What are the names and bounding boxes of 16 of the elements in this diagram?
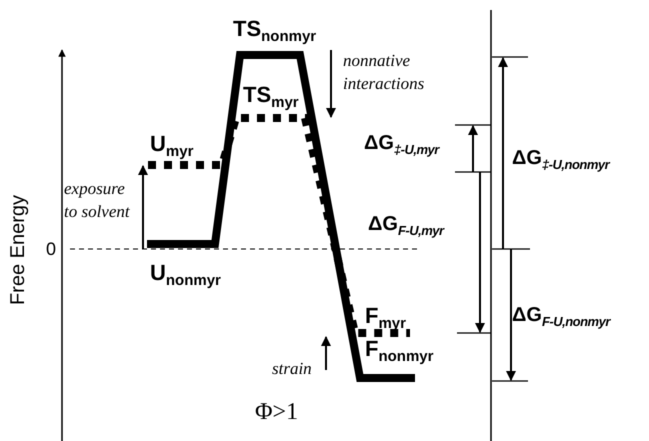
state-label: U$_{myr}$ [150, 133, 194, 159]
annotation: exposure to solvent [64, 178, 131, 223]
annotation: strain [272, 358, 313, 380]
tick-label: 0 [46, 240, 56, 258]
condition-label: Φ>1 [255, 400, 298, 424]
state-label: TS$_{myr}$ [243, 84, 299, 110]
energy-label: ΔG$_{F-U,nonmyr}$ [512, 305, 610, 328]
annotation: nonnative interactions [343, 50, 426, 95]
axis-title: Free Energy [8, 194, 28, 308]
state-label: F$_{myr}$ [365, 305, 406, 331]
state-label: TS$_{nonmyr}$ [233, 18, 316, 44]
energy-label: ΔG$_{‡-U,myr}$ [364, 133, 439, 156]
energy-label: ΔG$_{F-U,myr}$ [368, 214, 444, 237]
energy-label: ΔG$_{‡-U,nonmyr}$ [512, 148, 610, 171]
state-label: F$_{nonmyr}$ [365, 338, 434, 364]
state-label: U$_{nonmyr}$ [150, 262, 221, 288]
